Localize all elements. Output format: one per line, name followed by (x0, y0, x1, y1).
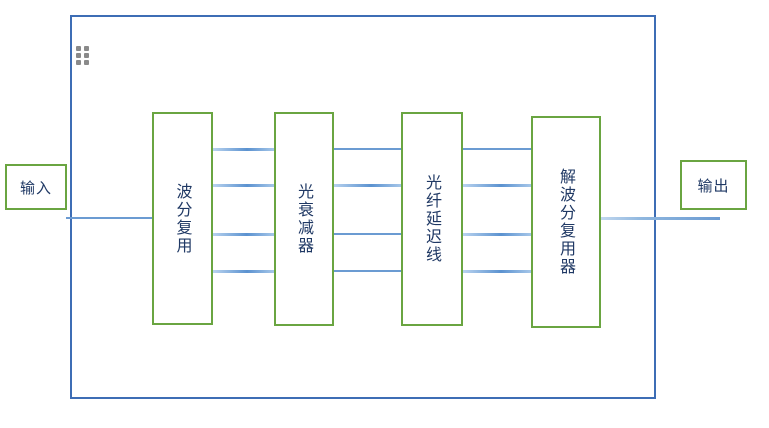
link-wdm-to-attenuator-3 (212, 233, 275, 236)
link-delayline-to-demux-2 (463, 184, 532, 187)
link-attenuator-to-delayline-4 (334, 270, 402, 272)
link-demux-to-output (590, 217, 720, 220)
handle-dot (84, 60, 89, 65)
system-container-frame[interactable] (70, 15, 656, 399)
link-attenuator-to-delayline-1 (334, 148, 402, 150)
link-attenuator-to-delayline-2 (333, 184, 402, 187)
link-wdm-to-attenuator-4 (213, 270, 275, 273)
handle-dot (76, 60, 81, 65)
stage-label-attenuator: 光衰减器 (295, 183, 315, 255)
link-delayline-to-demux-3 (463, 233, 532, 236)
link-attenuator-to-delayline-3 (334, 233, 402, 235)
output-box-label: 输出 (697, 176, 730, 195)
stage-box-demultiplexer[interactable]: 解波分复用器 (531, 116, 601, 328)
handle-dot (84, 46, 89, 51)
link-delayline-to-demux-1 (463, 148, 532, 150)
link-input-to-wdm (66, 217, 156, 219)
link-wdm-to-attenuator-2 (213, 184, 275, 187)
stage-box-fiber-delay-line[interactable]: 光纤延迟线 (401, 112, 463, 326)
output-box[interactable]: 输出 (680, 160, 747, 210)
input-box-label: 输入 (19, 178, 52, 197)
link-delayline-to-demux-4 (463, 270, 532, 273)
stage-label-wdm: 波分复用 (173, 182, 193, 255)
handle-dot (76, 53, 81, 58)
stage-label-fiber-delay-line: 光纤延迟线 (423, 174, 443, 264)
stage-box-wdm[interactable]: 波分复用 (152, 112, 213, 325)
drag-handle-dots-icon[interactable] (76, 46, 89, 65)
link-wdm-to-attenuator-1 (213, 148, 275, 151)
stage-box-attenuator[interactable]: 光衰减器 (274, 112, 334, 326)
input-box[interactable]: 输入 (5, 164, 67, 210)
handle-dot (84, 53, 89, 58)
stage-label-demultiplexer: 解波分复用器 (557, 168, 577, 276)
handle-dot (76, 46, 81, 51)
